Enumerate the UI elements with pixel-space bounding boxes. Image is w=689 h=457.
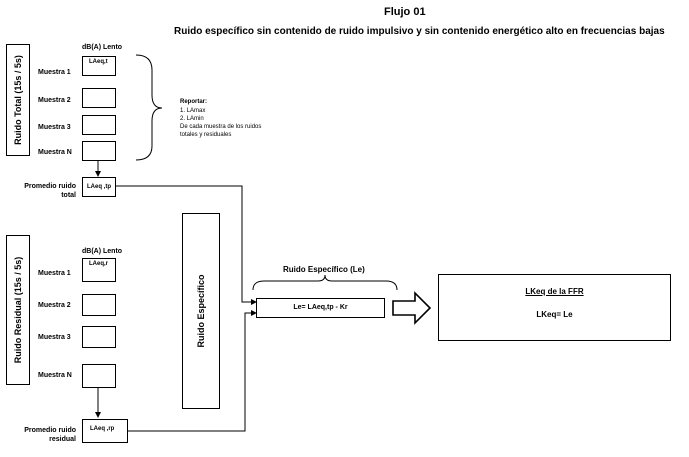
total-sample-3-label: Muestra 3 [38,124,71,131]
residual-average-box [82,419,128,443]
total-average-label: Promedio ruido total [24,182,76,200]
specific-brace [252,274,398,291]
total-sample-1-label: Muestra 1 [38,69,71,76]
total-average-box [82,177,116,197]
residual-to-specific-line [128,310,257,432]
result-formula: LKeq= Le [536,310,573,319]
total-average-text: LAeq ,tp [87,184,111,190]
residual-sample-2-label: Muestra 2 [38,302,71,309]
residual-sample-2-box [82,294,116,316]
flujo-title: Flujo 01 [384,6,426,18]
total-sample-n-label: Muestra N [38,149,72,156]
total-column-header: dB(A) Lento [82,44,123,51]
total-average-label-line2: total [61,192,76,199]
residual-column-header: dB(A) Lento [82,248,123,255]
residual-sample-1-label: Muestra 1 [38,270,71,277]
residual-side-label: Ruido Residual (15s / 5s) [13,256,23,364]
result-title: LKeq de la FFR [525,287,584,296]
residual-sample-1-box [82,258,116,282]
specific-vertical-label: Ruido Específico [196,274,206,348]
residual-average-label-line1: Promedio ruido [24,427,76,434]
residual-average-text: LAeq ,rp [90,426,115,432]
total-sample-3-box [82,115,116,135]
residual-average-label-line2: residual [49,436,76,443]
total-sample-1-box [82,56,116,76]
residual-sample-1-text: LAeq,r [89,261,109,267]
report-title: Reportar: [180,99,208,105]
residual-sample-n-box [82,364,116,388]
total-sample-1-text: LAeq,t [89,59,108,65]
specific-brace-label: Ruido Específico (Le) [283,265,365,274]
diagram-subtitle: Ruido específico sin contenido de ruido … [174,26,665,37]
residual-sample-n-label: Muestra N [38,372,72,379]
total-average-label-line1: Promedio ruido [24,183,76,190]
big-arrow [392,291,432,325]
total-sample-n-box [82,141,116,161]
report-brace [135,54,163,161]
report-line-2: 2. LAmin [180,116,204,122]
residual-sample-3-box [82,326,116,348]
total-sample-2-box [82,88,116,108]
specific-formula: Le= LAeq,tp - Kr [293,304,348,311]
total-side-box [6,44,30,156]
residual-sample-3-label: Muestra 3 [38,334,71,341]
total-to-specific-line [116,185,257,305]
result-box [438,274,671,341]
residual-average-label: Promedio ruido residual [24,426,76,444]
total-side-label: Ruido Total (15s / 5s) [13,55,23,145]
report-line-3: De cada muestra de los ruidos [180,124,262,130]
specific-formula-box [256,298,385,318]
report-line-1: 1. LAmax [180,108,206,114]
report-line-4: totales y residuales [180,132,232,138]
specific-vertical-box [182,213,220,409]
total-sample-2-label: Muestra 2 [38,97,71,104]
residual-side-box [6,235,30,385]
